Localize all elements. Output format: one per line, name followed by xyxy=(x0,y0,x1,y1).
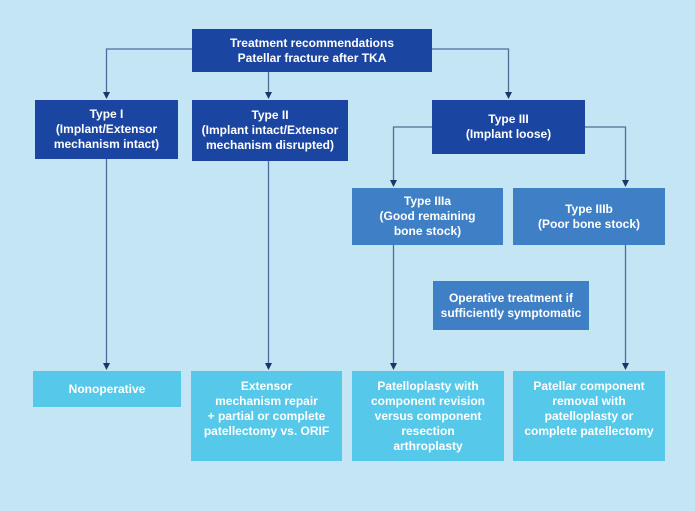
node-subtitle: (Good remaining bone stock) xyxy=(379,209,476,238)
node-text: Patellar component removal with patellop… xyxy=(524,379,654,438)
node-title: Type III xyxy=(488,112,529,126)
node-outcome-component-removal: Patellar component removal with patellop… xyxy=(513,371,665,461)
node-subtitle: (Implant loose) xyxy=(465,127,552,141)
node-subtitle: (Poor bone stock) xyxy=(537,216,640,231)
node-outcome-patelloplasty-revision: Patelloplasty with component revision ve… xyxy=(352,371,504,461)
arrow-down-icon xyxy=(390,180,397,187)
node-subtitle: (Implant/Extensor mechanism intact) xyxy=(53,122,160,151)
arrow-down-icon xyxy=(103,92,110,99)
arrow-down-icon xyxy=(390,363,397,370)
connector-root-to-type1 xyxy=(105,48,192,92)
node-title: Type IIIb xyxy=(565,201,613,216)
root-node-treatment-recommendations: Treatment recommendations Patellar fract… xyxy=(192,29,432,72)
node-title: Type II xyxy=(251,108,289,122)
node-text: Operative treatment if sufficiently symp… xyxy=(440,290,582,320)
connector-root-to-type3 xyxy=(432,48,510,92)
node-title: Type I xyxy=(89,107,124,121)
node-outcome-extensor-repair: Extensor mechanism repair + partial or c… xyxy=(191,371,342,461)
node-type-3: Type III (Implant loose) xyxy=(432,100,585,154)
node-outcome-nonoperative: Nonoperative xyxy=(33,371,181,407)
node-operative-treatment-note: Operative treatment if sufficiently symp… xyxy=(433,281,589,330)
arrow-down-icon xyxy=(103,363,110,370)
node-subtitle: (Implant intact/Extensor mechanism disru… xyxy=(201,123,339,152)
node-text: Nonoperative xyxy=(68,381,146,396)
node-title: Type IIIa xyxy=(403,194,452,208)
node-text: Patelloplasty with component revision ve… xyxy=(370,379,486,453)
arrow-down-icon xyxy=(505,92,512,99)
node-type-1: Type I (Implant/Extensor mechanism intac… xyxy=(35,100,178,159)
node-title: Treatment recommendations xyxy=(229,35,395,50)
arrow-down-icon xyxy=(265,92,272,99)
node-type-3a: Type IIIa (Good remaining bone stock) xyxy=(352,188,503,245)
connector-type3-to-type3b xyxy=(585,126,627,180)
node-type-2: Type II (Implant intact/Extensor mechani… xyxy=(192,100,348,161)
node-type-3b: Type IIIb (Poor bone stock) xyxy=(513,188,665,245)
arrow-down-icon xyxy=(265,363,272,370)
arrow-down-icon xyxy=(622,180,629,187)
arrow-down-icon xyxy=(622,363,629,370)
node-subtitle: Patellar fracture after TKA xyxy=(237,50,387,65)
node-text: Extensor mechanism repair + partial or c… xyxy=(203,379,330,438)
connector-type3-to-type3a xyxy=(392,126,432,180)
